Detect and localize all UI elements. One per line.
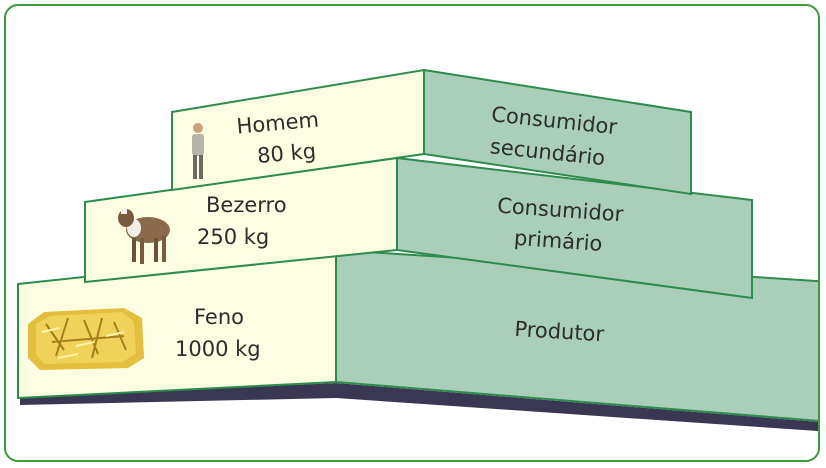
- primary-organism: Bezerro: [206, 193, 287, 217]
- secondary-front-face: [171, 68, 425, 192]
- person-icon: [192, 123, 204, 179]
- level-secondary-consumer: Homem 80 kg Consumidor secundário: [171, 68, 692, 196]
- calf-icon: [118, 209, 170, 264]
- producer-mass: 1000 kg: [175, 337, 261, 361]
- secondary-mass: 80 kg: [256, 139, 317, 168]
- hay-icon: [28, 308, 144, 370]
- level-producer: Feno 1000 kg Produtor: [17, 248, 818, 422]
- diagram-frame: Feno 1000 kg Produtor Bezerro 250 kg Con…: [4, 4, 820, 462]
- primary-mass: 250 kg: [197, 225, 269, 249]
- producer-role: Produtor: [514, 317, 605, 346]
- level-primary-consumer: Bezerro 250 kg Consumidor primário: [84, 156, 753, 300]
- producer-organism: Feno: [194, 305, 244, 329]
- energy-pyramid: Feno 1000 kg Produtor Bezerro 250 kg Con…: [17, 68, 818, 432]
- pyramid-shadow: [20, 383, 818, 432]
